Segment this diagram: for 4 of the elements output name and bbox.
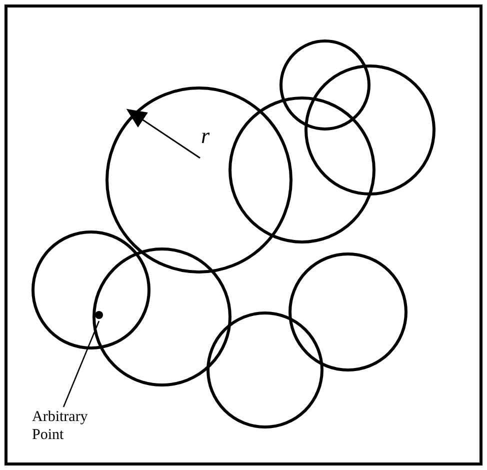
point-label: Arbitrary Point (32, 408, 102, 446)
leader-line (62, 320, 100, 408)
point-dot (95, 311, 103, 319)
radius-label: r (201, 124, 210, 148)
